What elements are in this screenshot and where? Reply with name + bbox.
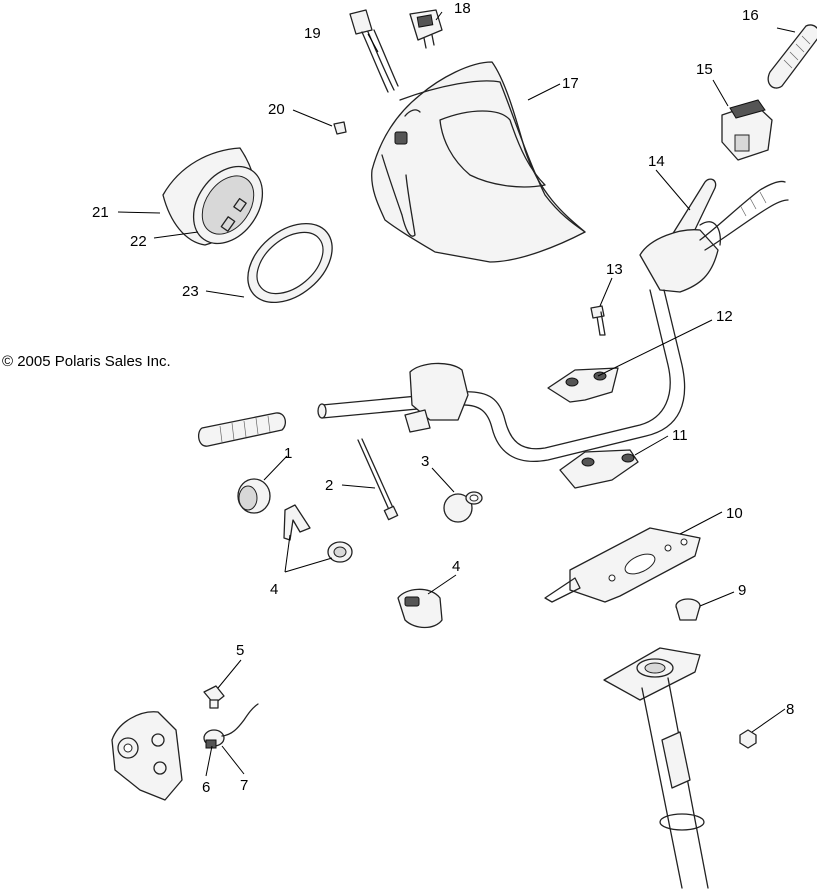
callout-5: 5 bbox=[236, 642, 244, 659]
callout-22: 22 bbox=[130, 233, 147, 250]
part-10-mounting-plate bbox=[544, 527, 701, 603]
callout-20: 20 bbox=[268, 101, 285, 118]
callout-12: 12 bbox=[716, 308, 733, 325]
callout-18: 18 bbox=[454, 0, 471, 17]
handlebar bbox=[317, 289, 686, 462]
part-16-grip bbox=[767, 24, 817, 89]
part-13-bolt bbox=[590, 305, 606, 336]
callout-7: 7 bbox=[240, 777, 248, 794]
callout-13: 13 bbox=[606, 261, 623, 278]
callout-16: 16 bbox=[742, 7, 759, 24]
part-19-connector bbox=[349, 9, 399, 93]
part-8-nut bbox=[739, 729, 757, 749]
part-23-ring-seal bbox=[247, 222, 333, 304]
callout-15: 15 bbox=[696, 61, 713, 78]
part-20-screw bbox=[333, 121, 347, 135]
part-2-long-bolt bbox=[357, 438, 399, 521]
callout-4-right: 4 bbox=[452, 558, 460, 575]
steering-post bbox=[603, 647, 709, 889]
brake-caliper-assembly bbox=[111, 711, 183, 801]
copyright-notice: © 2005 Polaris Sales Inc. bbox=[2, 353, 171, 370]
callout-11: 11 bbox=[672, 427, 688, 444]
part-21-22-gauge-pod bbox=[162, 147, 264, 246]
callout-10: 10 bbox=[726, 505, 743, 522]
part-18-switch bbox=[409, 9, 443, 49]
callout-3: 3 bbox=[421, 453, 429, 470]
callout-17: 17 bbox=[562, 75, 579, 92]
callout-2: 2 bbox=[325, 477, 333, 494]
callout-19: 19 bbox=[304, 25, 321, 42]
part-17-headlight-pod bbox=[371, 61, 586, 263]
callout-labels: 1 2 3 4 4 5 6 7 8 9 10 11 12 13 14 15 16… bbox=[92, 0, 794, 796]
callout-4-left: 4 bbox=[270, 581, 278, 598]
callout-21: 21 bbox=[92, 204, 109, 221]
callout-14: 14 bbox=[648, 153, 665, 170]
callout-6: 6 bbox=[202, 779, 210, 796]
part-14-brake-lever bbox=[639, 178, 789, 293]
part-12-upper-clamp bbox=[547, 367, 619, 403]
part-6-7-sensor bbox=[203, 703, 259, 749]
callout-9: 9 bbox=[738, 582, 746, 599]
part-11-lower-clamp bbox=[559, 449, 639, 489]
part-3-grommet bbox=[443, 491, 483, 523]
part-15-throttle-control bbox=[721, 99, 773, 161]
part-9-bushing bbox=[675, 598, 701, 621]
callout-23: 23 bbox=[182, 283, 199, 300]
part-4-switch-housing bbox=[397, 588, 443, 629]
part-1-end-cap bbox=[237, 478, 271, 514]
part-4-bracket-and-washer bbox=[283, 504, 353, 563]
part-5-bolt bbox=[203, 685, 225, 709]
callout-1: 1 bbox=[284, 445, 292, 462]
callout-8: 8 bbox=[786, 701, 794, 718]
leader-lines bbox=[117, 11, 796, 777]
left-grip bbox=[197, 412, 287, 447]
